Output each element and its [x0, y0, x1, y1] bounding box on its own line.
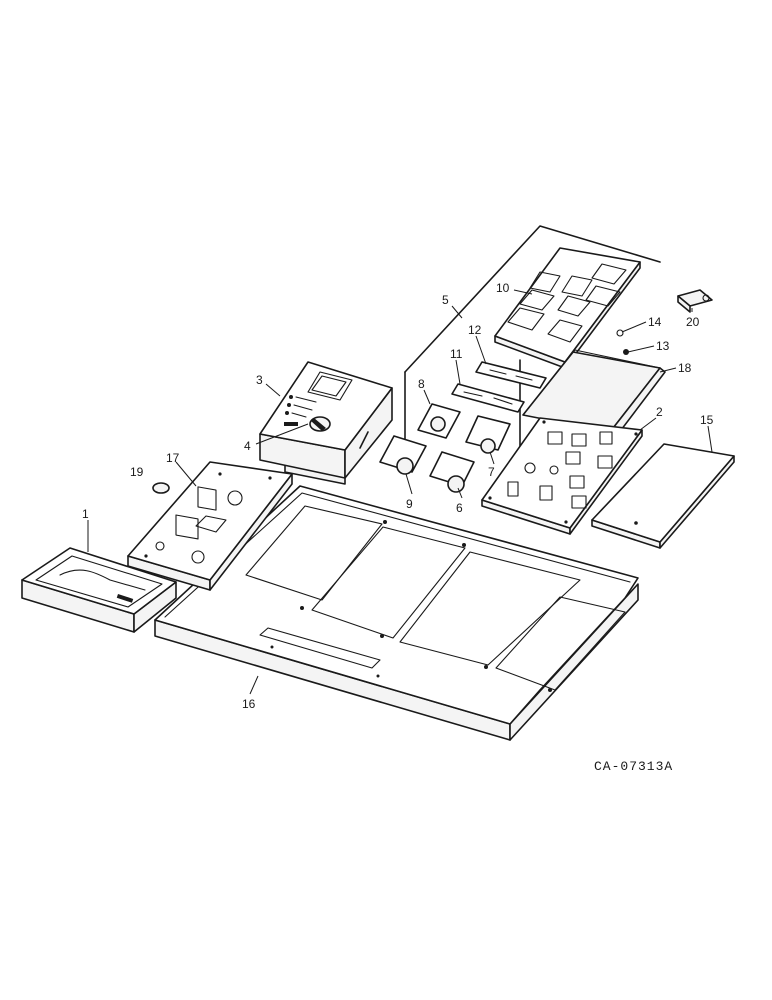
callout-17: 17 [166, 451, 180, 465]
callout-4: 4 [244, 439, 251, 453]
callout-13: 13 [656, 339, 670, 353]
callout-labels: 1 2 3 4 5 6 7 8 9 10 11 12 13 14 15 16 1… [82, 281, 714, 711]
part-10-bezel [494, 247, 641, 369]
part-19-plug [152, 482, 170, 494]
callout-16: 16 [242, 697, 256, 711]
callout-1: 1 [82, 507, 89, 521]
part-1-trim-tray [21, 547, 177, 633]
part-2-instrument-panel [481, 417, 643, 535]
callout-2: 2 [656, 405, 663, 419]
drawing-code: CA-07313A [594, 759, 673, 774]
part-20-connector [677, 289, 713, 313]
callout-12: 12 [468, 323, 482, 337]
part-16-base-panel [154, 485, 639, 741]
part-18-box [522, 349, 666, 439]
part-14-screw [616, 329, 624, 337]
callout-10: 10 [496, 281, 510, 295]
leader-lines [87, 289, 713, 695]
part-8-gauge [417, 403, 461, 439]
part-7-gauge [465, 415, 511, 454]
part-12-label-strip [475, 361, 547, 389]
callout-6: 6 [456, 501, 463, 515]
part-11-label-strip [451, 383, 525, 413]
callout-18: 18 [678, 361, 692, 375]
callout-19: 19 [130, 465, 144, 479]
callout-9: 9 [406, 497, 413, 511]
callout-8: 8 [418, 377, 425, 391]
part-17-control-subpanel [127, 461, 293, 591]
callout-3: 3 [256, 373, 263, 387]
callout-15: 15 [700, 413, 714, 427]
part-13-screw [623, 349, 629, 355]
callout-5: 5 [442, 293, 449, 307]
part-4-selector-knob [309, 416, 331, 432]
part-15-cover-plate [591, 443, 735, 549]
callout-14: 14 [648, 315, 662, 329]
part-9-gauge [379, 435, 427, 475]
callout-11: 11 [450, 347, 463, 361]
part-3-gauge-housing [259, 361, 393, 485]
part-6-gauge [429, 451, 475, 493]
callout-20: 20 [686, 315, 700, 329]
callout-7: 7 [488, 465, 495, 479]
